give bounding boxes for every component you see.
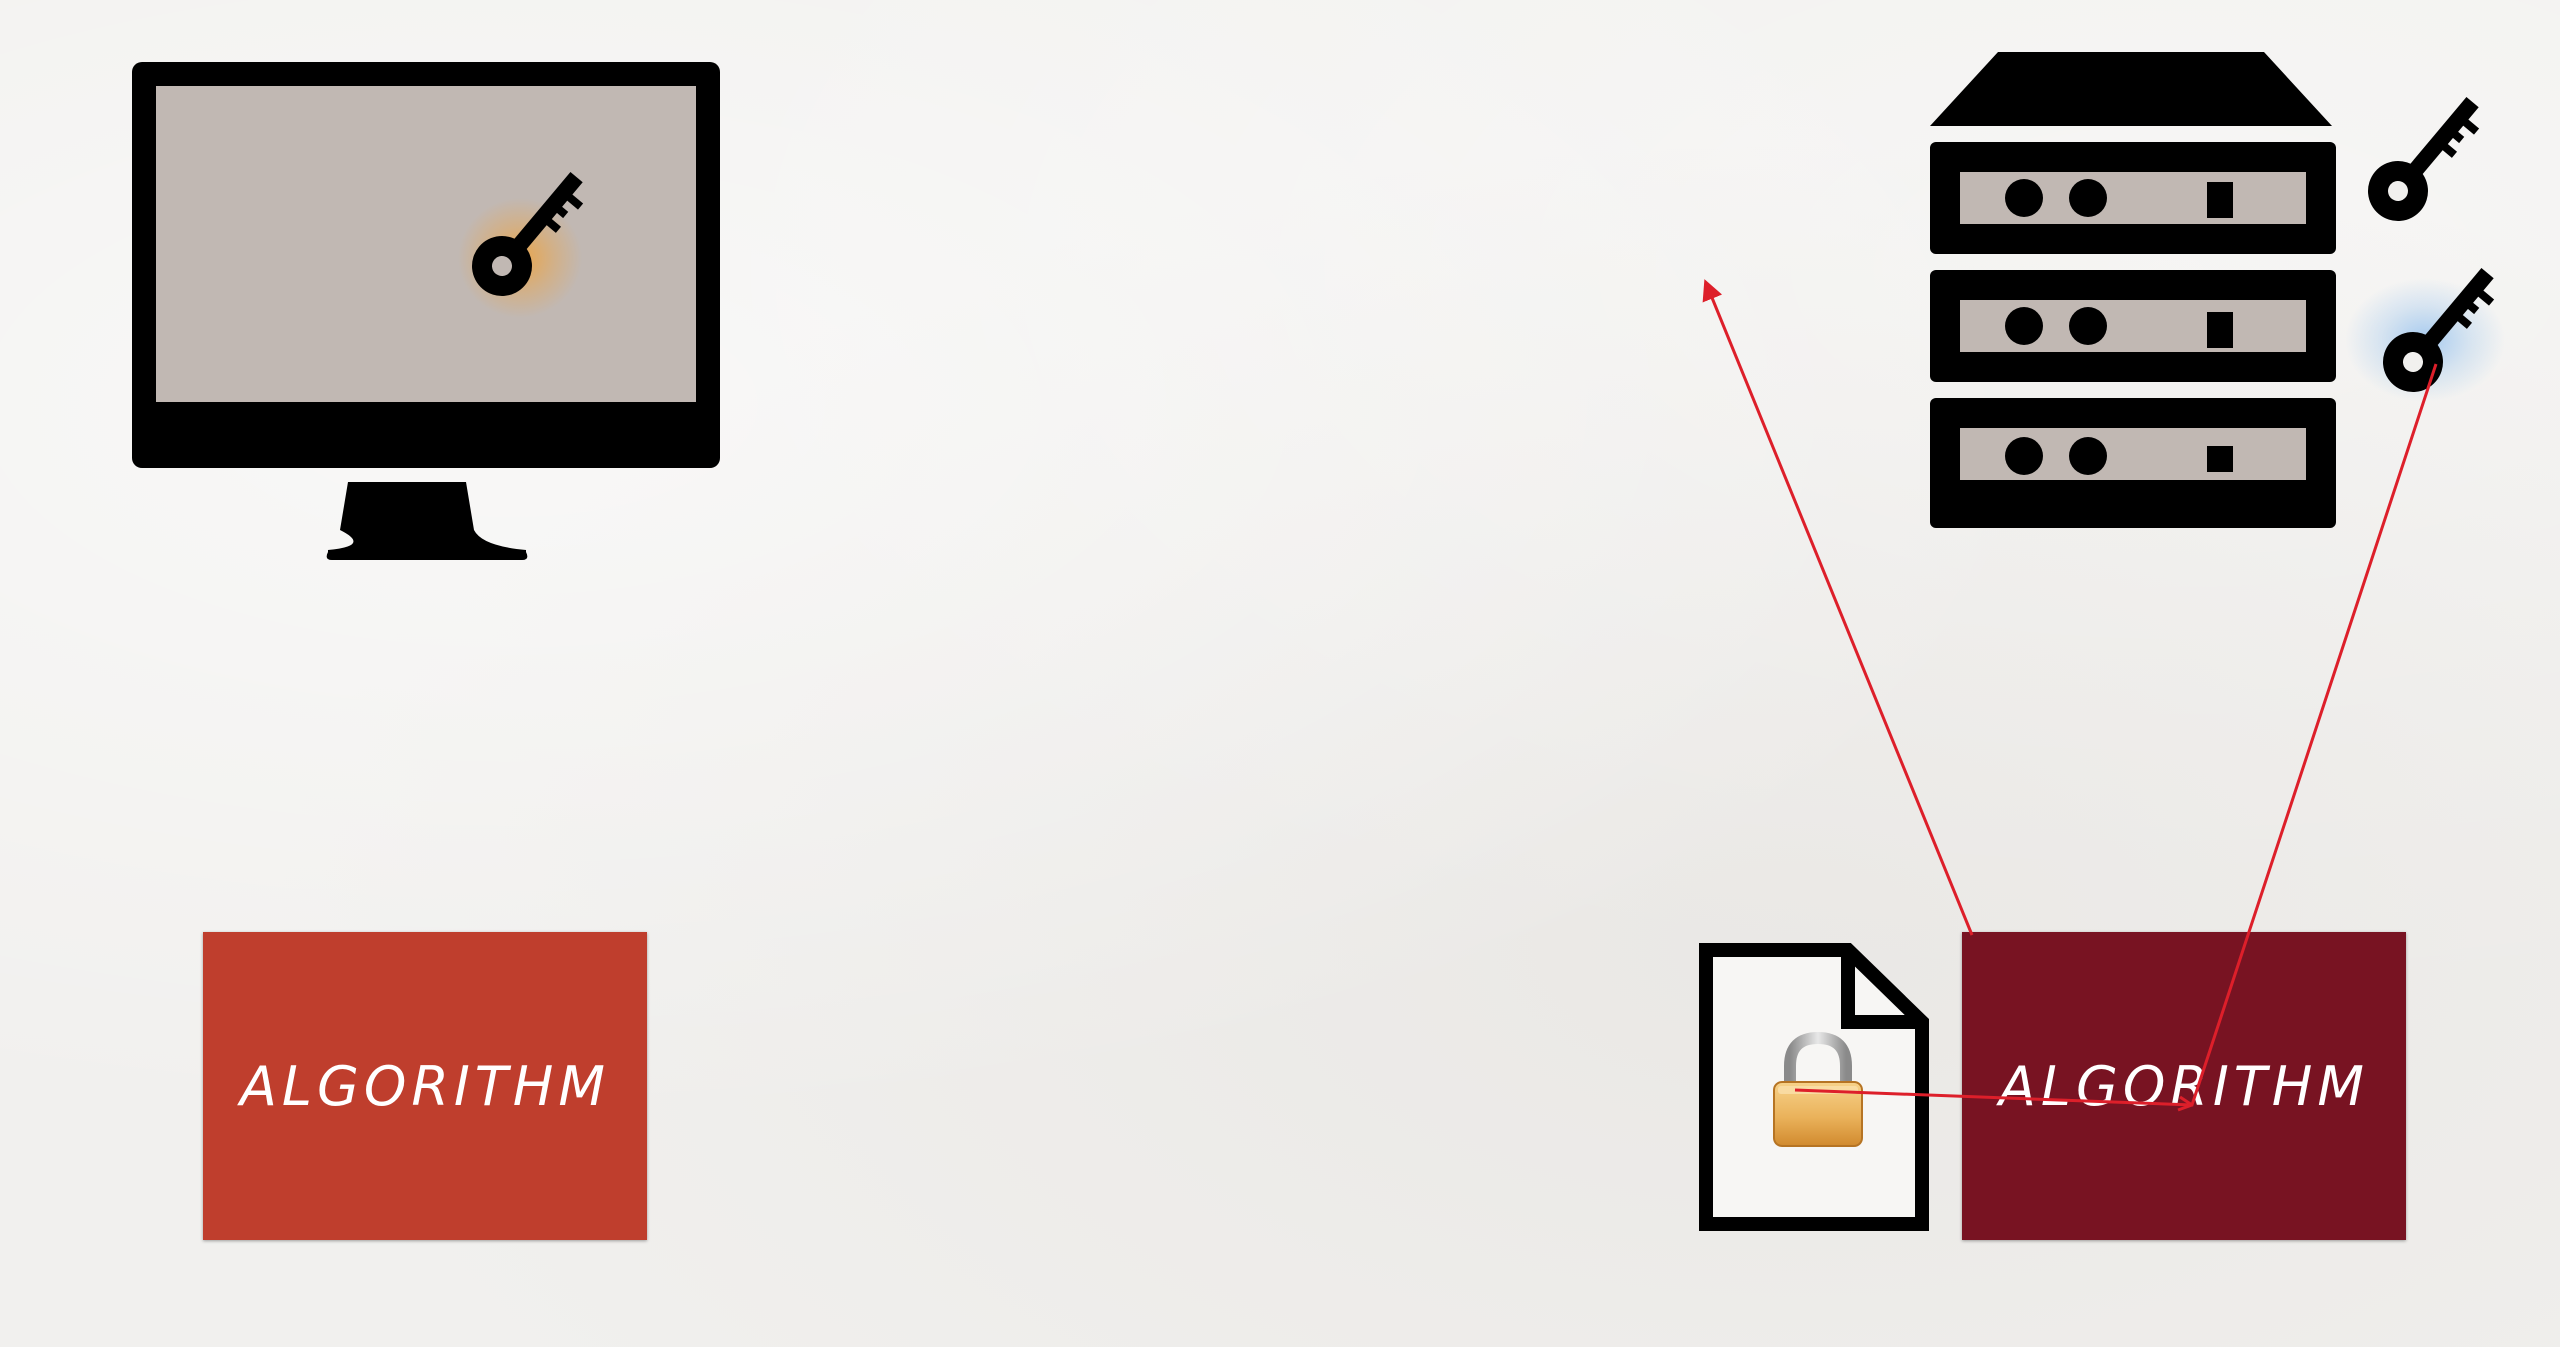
arrow-algorithm-to-top	[1702, 279, 1974, 936]
algorithm-label-left: ALGORITHM	[239, 1054, 610, 1118]
server-rack-icon	[1930, 52, 2336, 528]
algorithm-label-right: ALGORITHM	[1998, 1054, 2369, 1118]
server-key-icon-1	[2368, 96, 2480, 221]
algorithm-box-right: ALGORITHM	[1962, 932, 2406, 1240]
algorithm-box-left: ALGORITHM	[203, 932, 647, 1240]
computer-key-icon	[472, 171, 584, 296]
server-key-icon-2	[2345, 267, 2505, 402]
